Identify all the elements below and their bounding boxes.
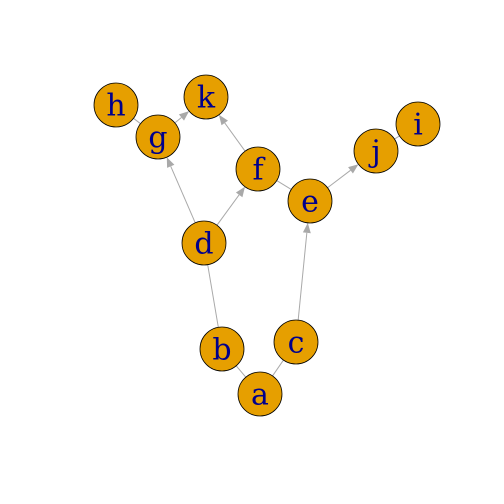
nodes-layer: ab c d e f gh ij k (93, 74, 441, 417)
edge-f-e (276, 180, 292, 190)
edge-e-j (327, 169, 351, 189)
node-e: e (287, 178, 333, 224)
edges-layer (133, 111, 400, 378)
node-circle-b (199, 326, 245, 372)
node-label-d: d (194, 227, 213, 262)
edge-d-g (170, 166, 196, 224)
node-circle-f (235, 146, 281, 192)
arrowhead-d-g (166, 157, 175, 168)
node-label-h: h (106, 89, 125, 124)
arrowhead-c-e (302, 222, 311, 234)
arrowhead-f-k (218, 114, 228, 126)
node-label-k: k (197, 81, 216, 116)
node-j: j (353, 128, 399, 174)
node-label-j: j (368, 135, 380, 170)
node-circle-c (273, 319, 319, 365)
edge-f-k (224, 122, 246, 152)
edge-c-e (297, 232, 308, 321)
node-label-f: f (252, 153, 265, 188)
node-c: c (273, 319, 319, 365)
node-a: a (237, 371, 283, 417)
node-circle-g (135, 114, 181, 160)
node-circle-k (183, 74, 229, 120)
node-circle-d (181, 220, 227, 266)
arrowhead-e-j (348, 164, 359, 174)
arrowhead-g-k (178, 111, 190, 121)
node-label-g: g (148, 121, 167, 156)
node-f: f (235, 146, 281, 192)
node-i: i (395, 101, 441, 147)
node-circle-e (287, 178, 333, 224)
node-label-i: i (413, 108, 423, 143)
node-circle-a (237, 371, 283, 417)
node-k: k (183, 74, 229, 120)
node-circle-i (395, 101, 441, 147)
edge-j-i (394, 135, 400, 140)
node-circle-h (93, 82, 139, 128)
edge-b-d (207, 264, 219, 328)
node-b: b (199, 326, 245, 372)
node-label-b: b (212, 333, 231, 368)
edge-a-c (272, 359, 284, 377)
edge-a-b (235, 365, 247, 378)
node-label-c: c (288, 326, 305, 361)
node-circle-j (353, 128, 399, 174)
edge-d-f (216, 194, 240, 226)
node-g: g (135, 114, 181, 160)
node-h: h (93, 82, 139, 128)
edge-g-h (133, 117, 141, 125)
node-label-a: a (251, 378, 269, 413)
node-d: d (181, 220, 227, 266)
node-label-e: e (301, 185, 319, 220)
arrowhead-d-f (235, 186, 245, 198)
edge-g-k (174, 117, 182, 124)
